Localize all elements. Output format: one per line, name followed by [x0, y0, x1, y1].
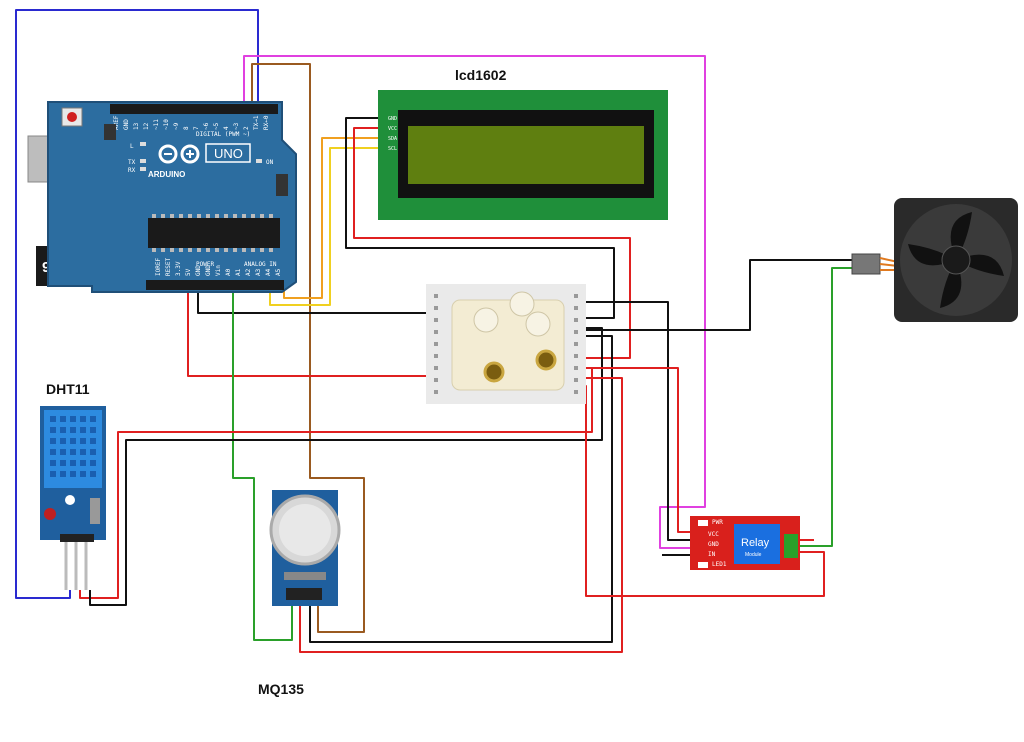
relay-module: Relay Module VCC GND IN PWR LED1 — [690, 516, 800, 570]
analog-label: ANALOG IN — [244, 261, 277, 268]
top-pin-label: AREF — [113, 115, 120, 130]
bottom-pin-label: GND — [205, 265, 212, 276]
icsp-header — [104, 124, 116, 140]
relay-title: Relay — [741, 537, 770, 549]
rx-led-label: RX — [128, 167, 136, 174]
bottom-pin-label: A0 — [225, 268, 232, 276]
uno-badge — [205, 143, 251, 163]
dht-label: DHT11 — [46, 381, 90, 397]
wire-black-mq-gnd — [309, 335, 613, 643]
svg-text:SDA: SDA — [388, 136, 397, 142]
bottom-pin-label: 3.3V — [175, 261, 182, 276]
svg-text:VCC: VCC — [388, 126, 397, 132]
wire-black-dht-gnd — [89, 327, 603, 606]
relay-subtitle: Module — [745, 552, 762, 558]
terminal-screw-2 — [535, 349, 557, 371]
top-pin-label: GND — [123, 119, 130, 130]
wire-red-lcd-vcc — [353, 127, 631, 359]
top-pin-label: TX→1 — [253, 115, 260, 130]
l-led-label: L — [130, 143, 134, 150]
wire-orange-sda — [283, 137, 380, 299]
terminal-screw-1 — [483, 361, 505, 383]
lcd-screen — [408, 126, 644, 184]
top-pin-label: ~11 — [153, 119, 160, 130]
wires — [15, 9, 854, 653]
reset-knob — [67, 112, 77, 122]
wire-black-relay-gnd — [580, 301, 690, 541]
wire-red-relay-vcc — [580, 367, 690, 533]
bottom-pin-label: A2 — [245, 268, 252, 276]
bottom-pin-label: A3 — [255, 268, 262, 276]
bottom-pin-label: RESET — [165, 258, 172, 276]
bottom-pin-label: Vin — [215, 265, 222, 276]
tx-led-label: TX — [128, 159, 136, 166]
bottom-pin-label: A5 — [275, 268, 282, 276]
chip-pins — [152, 214, 273, 252]
top-pin-label: 12 — [143, 122, 150, 130]
atmega-chip — [148, 218, 280, 248]
power-label: POWER — [196, 261, 214, 268]
bottom-pin-label: GND — [195, 265, 202, 276]
lcd-pin-labels: GND VCC SDA SCL — [388, 116, 397, 152]
wire-brown-mq-out — [251, 63, 365, 633]
svg-text:PWR: PWR — [712, 519, 723, 526]
wire-black-lcd-gnd — [345, 117, 615, 319]
mq135: MQ135 — [258, 490, 341, 697]
dht11: DHT11 — [40, 381, 106, 590]
top-pin-label: 7 — [193, 126, 200, 130]
svg-text:GND: GND — [708, 541, 719, 548]
lcd-label: lcd1602 — [455, 67, 507, 83]
dht-led — [44, 508, 56, 520]
wire-red-5v — [187, 288, 440, 377]
fan — [851, 198, 1018, 322]
top-pin-label: ~3 — [233, 122, 240, 130]
digital-label: DIGITAL (PWM ~) — [196, 131, 250, 138]
arduino-model: UNO — [214, 146, 243, 161]
svg-text:GND: GND — [388, 116, 397, 122]
wire-black-gnd — [197, 288, 440, 314]
relay-block — [734, 524, 780, 564]
svg-text:IN: IN — [708, 551, 716, 558]
top-pin-label: RX←0 — [263, 115, 270, 130]
lcd1602: lcd1602 GND VCC SDA SCL — [378, 67, 668, 220]
wire-red-mq-vcc — [299, 377, 623, 653]
arduino-logo-icon — [158, 144, 200, 164]
bottom-pin-label: A1 — [235, 268, 242, 276]
bottom-pin-label: A4 — [265, 268, 272, 276]
arduino-brand: ARDUINO — [148, 170, 185, 179]
arduino-uno: 9V AREFGND1312~11~10~987~6~54~32TX→1RX←0… — [27, 101, 297, 293]
wire-pink-relay-in — [243, 55, 706, 549]
top-pin-label: 4 — [223, 126, 230, 130]
on-led-label: ON — [266, 159, 274, 166]
bottom-pin-label: 5V — [185, 268, 192, 276]
top-pin-label: ~5 — [213, 122, 220, 130]
wire-green-fan-relay — [800, 267, 854, 547]
bottom-header — [146, 280, 284, 290]
wire-green-a0 — [232, 288, 293, 641]
svg-text:SCL: SCL — [388, 146, 397, 152]
bottom-pin-label: IOREF — [155, 258, 162, 276]
top-pin-label: 8 — [183, 126, 190, 130]
svg-text:LED1: LED1 — [712, 561, 727, 568]
fan-connector — [851, 253, 881, 275]
top-pin-label: ~10 — [163, 119, 170, 130]
mq-label: MQ135 — [258, 681, 304, 697]
top-pin-label: 13 — [133, 122, 140, 130]
top-pin-label: ~6 — [203, 122, 210, 130]
dht-vent-grid — [50, 416, 96, 477]
terminal-body — [451, 299, 565, 391]
breadboard-holes — [434, 294, 578, 394]
icsp-header-2 — [276, 174, 288, 196]
svg-text:VCC: VCC — [708, 531, 719, 538]
wire-black-fan-gnd — [580, 259, 854, 331]
top-header — [110, 104, 278, 114]
terminal-block — [426, 284, 586, 404]
top-pin-label: ~9 — [173, 122, 180, 130]
top-pin-label: 2 — [243, 126, 250, 130]
wire-blue-dht-data — [15, 9, 259, 599]
